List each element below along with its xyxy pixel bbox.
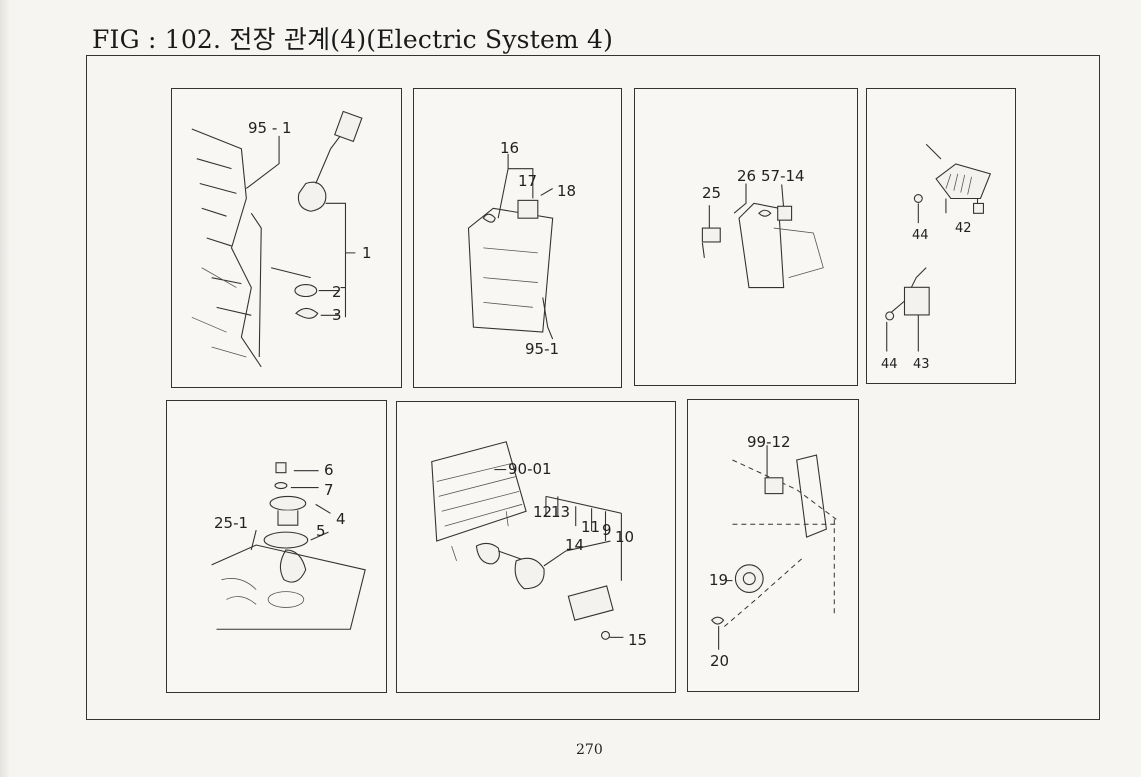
sender-unit-drawing — [211, 462, 366, 630]
callout-44-bottom: 44 — [881, 357, 898, 372]
callout-18: 18 — [557, 182, 577, 200]
callout-95-1-bottom: 95-1 — [525, 340, 560, 358]
callout-7: 7 — [324, 481, 334, 499]
diagram-panel-1: 95 - 1 1 2 3 — [171, 88, 402, 388]
callout-20: 20 — [710, 652, 730, 670]
diagram-panel-2: 16 17 18 95-1 — [413, 88, 622, 388]
horn-drawing — [711, 445, 837, 650]
callout-99-12: 99-12 — [747, 433, 791, 451]
callout-1: 1 — [362, 244, 372, 262]
sensor-bracket-drawing — [701, 183, 824, 289]
callout-5: 5 — [316, 522, 326, 540]
resistor-relay-drawing — [885, 143, 992, 352]
diagram-panel-4: 44 42 44 43 — [866, 88, 1016, 384]
callout-4: 4 — [336, 510, 346, 528]
callout-6: 6 — [324, 461, 334, 479]
callout-9: 9 — [602, 521, 612, 539]
callout-2: 2 — [332, 283, 342, 301]
relay-bracket-drawing — [467, 153, 554, 340]
figure-frame — [86, 55, 1100, 720]
scan-edge — [0, 0, 10, 777]
diagram-panel-5: 6 7 4 5 25-1 — [166, 400, 387, 693]
callout-12: 12 — [533, 503, 553, 521]
callout-26: 26 — [737, 167, 757, 185]
callout-17: 17 — [518, 172, 538, 190]
callout-90-01: 90-01 — [508, 460, 552, 478]
callout-25-1: 25-1 — [214, 514, 249, 532]
diagram-panel-6: 90-01 12 13 11 9 10 14 15 — [396, 401, 676, 693]
callout-19: 19 — [709, 571, 729, 589]
callout-10: 10 — [615, 528, 635, 546]
callout-43: 43 — [913, 357, 930, 372]
callout-57-14: 57-14 — [761, 167, 805, 185]
callout-14: 14 — [565, 536, 585, 554]
callout-3: 3 — [332, 306, 342, 324]
diagram-panel-7: 99-12 19 20 — [687, 399, 859, 692]
page-number: 270 — [576, 742, 603, 758]
callout-15: 15 — [628, 631, 648, 649]
callout-25: 25 — [702, 184, 722, 202]
callout-44-top: 44 — [912, 228, 929, 243]
diagram-panel-3: 25 26 57-14 — [634, 88, 858, 386]
callout-95-1: 95 - 1 — [248, 119, 292, 137]
wiper-motor-drawing — [431, 441, 624, 640]
figure-title: FIG : 102. 전장 관계(4)(Electric System 4) — [92, 25, 614, 54]
callout-16: 16 — [500, 139, 520, 157]
callout-11: 11 — [581, 518, 601, 536]
engine-harness-drawing — [191, 110, 363, 368]
callout-13: 13 — [551, 503, 571, 521]
callout-42: 42 — [955, 221, 972, 236]
